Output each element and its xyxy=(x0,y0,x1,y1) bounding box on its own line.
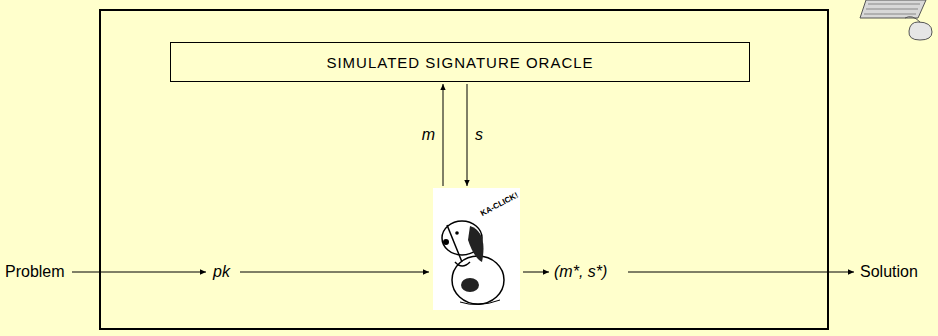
adversary-box: KA-CLICK! xyxy=(433,188,520,310)
dog-feet xyxy=(460,300,500,305)
picture-ground xyxy=(433,188,520,310)
edge-label: m xyxy=(422,127,435,143)
output-arrow xyxy=(628,272,854,273)
dog-body xyxy=(452,256,504,304)
computer-icon xyxy=(860,0,932,40)
public-key: pk xyxy=(213,264,230,280)
edge-label: s xyxy=(475,127,483,143)
mouse-cable xyxy=(905,17,920,22)
adversary-dog xyxy=(433,188,520,310)
dog-paw xyxy=(455,262,470,266)
forgery-arrow xyxy=(523,272,549,273)
keyboard-keys xyxy=(864,4,920,14)
dog-nose xyxy=(443,239,449,245)
input-arrow xyxy=(72,272,206,273)
mouse xyxy=(909,22,932,40)
keyboard xyxy=(860,0,926,18)
oracle-title: SIMULATED SIGNATURE ORACLE xyxy=(326,54,593,71)
oracle-box: SIMULATED SIGNATURE ORACLE xyxy=(170,42,750,82)
dog-spot xyxy=(461,278,479,292)
query-arrow xyxy=(443,84,444,186)
sound-effect: KA-CLICK! xyxy=(479,191,520,218)
dog-eye xyxy=(455,231,459,235)
dog-pen xyxy=(447,225,462,262)
dog-ear xyxy=(468,226,484,262)
reduction-box xyxy=(100,10,828,329)
answer-arrow xyxy=(467,84,468,186)
input-label: Problem xyxy=(5,264,65,280)
output-label: Solution xyxy=(860,264,918,280)
forgery-label: (m*, s*) xyxy=(554,264,607,280)
pk-arrow xyxy=(240,272,429,273)
